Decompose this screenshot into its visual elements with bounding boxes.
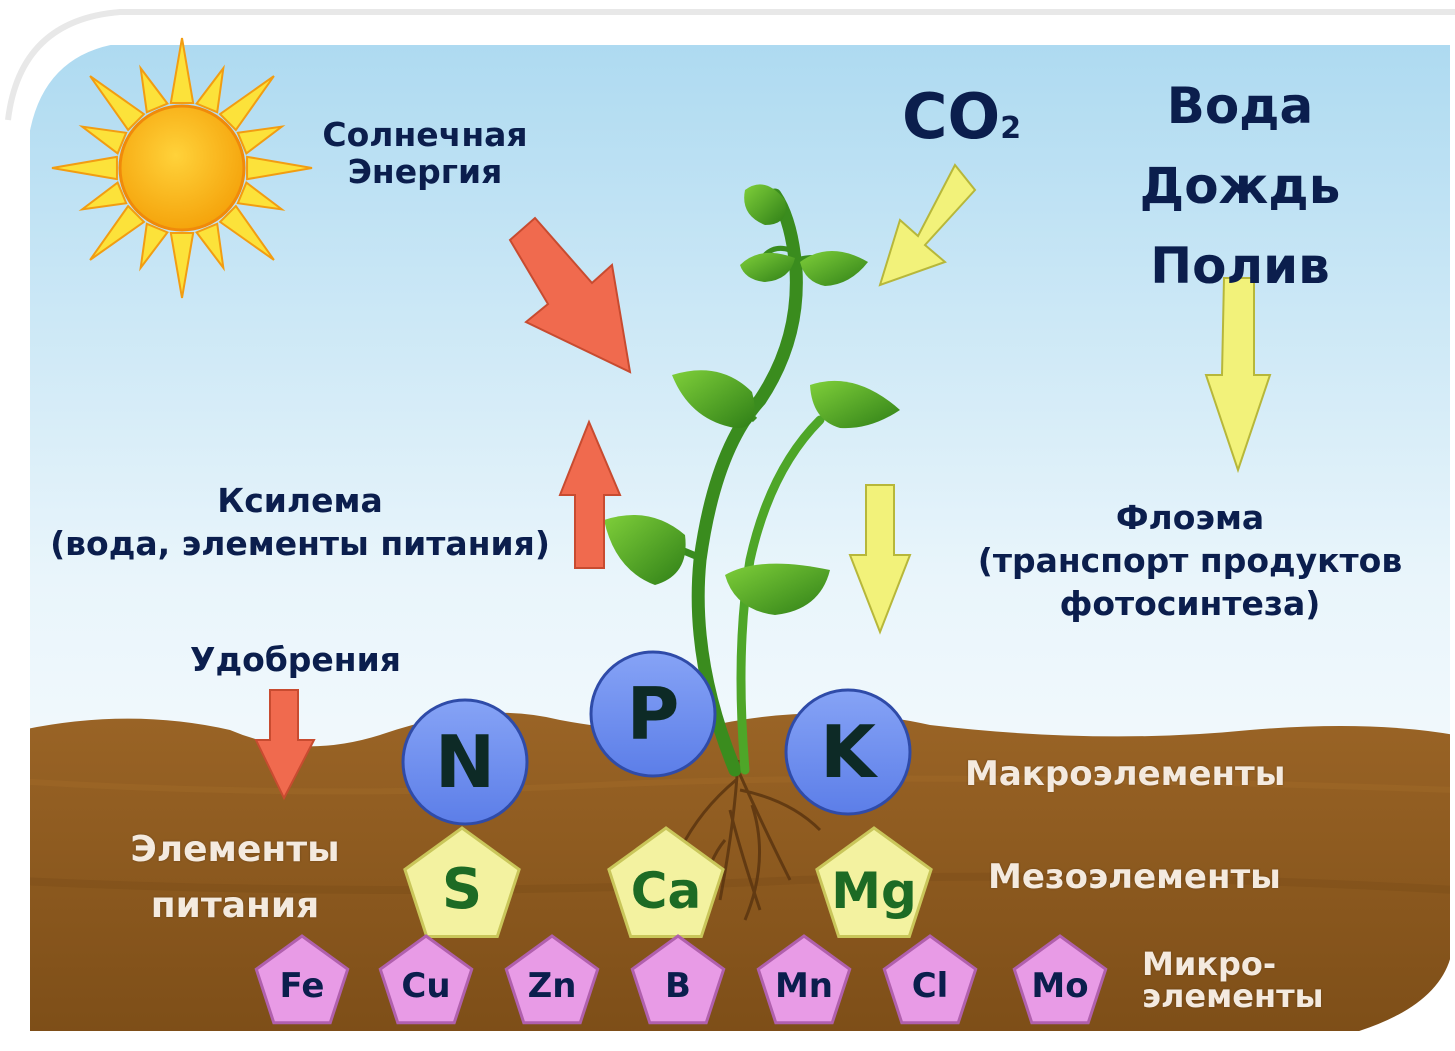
- solar-energy-line1: Солнечная: [322, 115, 528, 154]
- sun-ray: [139, 222, 170, 272]
- phloem-arrow: [848, 484, 912, 635]
- micro-element-mo: Mo: [1012, 934, 1108, 1025]
- macroelements-label: Макроэлементы: [965, 754, 1286, 794]
- sun-ray: [169, 37, 195, 104]
- fertilizer-label: Удобрения: [190, 640, 401, 679]
- micro-element-symbol: Mo: [1031, 966, 1088, 1006]
- xylem-line2: (вода, элементы питания): [50, 523, 550, 563]
- macro-element-k: K: [784, 688, 912, 816]
- sun-ray: [218, 75, 275, 132]
- co2-main: CO: [902, 80, 1001, 153]
- sun-ray: [78, 125, 128, 156]
- sun-ray: [194, 222, 225, 272]
- sun-ray: [194, 64, 225, 114]
- sun-ray: [246, 155, 313, 181]
- nutrients-label: Элементы питания: [100, 822, 370, 934]
- micro-element-symbol: Mn: [775, 966, 833, 1006]
- phloem-line2: (транспорт продуктов: [977, 540, 1403, 580]
- sun-ray: [89, 75, 146, 132]
- water-label: Вода Дождь Полив: [1120, 66, 1360, 306]
- micro-element-symbol: Zn: [528, 966, 577, 1006]
- meso-element-s: S: [403, 826, 521, 938]
- leaf: [604, 515, 686, 585]
- meso-element-symbol: S: [442, 857, 482, 922]
- macro-element-p: P: [589, 650, 717, 778]
- water-line2: Дождь: [1139, 157, 1341, 215]
- water-line3: Полив: [1150, 237, 1330, 295]
- mesoelements-label: Мезоэлементы: [988, 857, 1281, 897]
- macro-element-symbol: P: [627, 672, 680, 756]
- macro-element-symbol: K: [820, 710, 878, 794]
- sun-ray: [218, 204, 275, 261]
- leaf: [740, 252, 795, 282]
- micro-element-symbol: Cl: [912, 966, 949, 1006]
- micro-element-fe: Fe: [254, 934, 350, 1025]
- sun-ray: [236, 180, 286, 211]
- frame-border: [20, 35, 1455, 1041]
- micro-element-cu: Cu: [378, 934, 474, 1025]
- micro-element-symbol: B: [665, 966, 691, 1006]
- xylem-arrow: [558, 419, 622, 569]
- leaf: [744, 184, 786, 225]
- micro-element-mn: Mn: [756, 934, 852, 1025]
- micro-element-symbol: Fe: [280, 966, 325, 1006]
- macro-element-n: N: [401, 698, 529, 826]
- micro-element-symbol: Cu: [401, 966, 450, 1006]
- water-arrow: [1204, 277, 1272, 474]
- micro-line2: элементы: [1142, 977, 1324, 1015]
- water-line1: Вода: [1166, 77, 1314, 135]
- leaf: [810, 380, 900, 429]
- phloem-line1: Флоэма: [1115, 498, 1265, 537]
- phloem-line3: фотосинтеза): [1059, 583, 1321, 623]
- nutrients-line1: Элементы: [130, 829, 340, 870]
- micro-element-zn: Zn: [504, 934, 600, 1025]
- meso-element-mg: Mg: [815, 826, 933, 938]
- sun-ray: [236, 125, 286, 156]
- sun-ray: [139, 64, 170, 114]
- sun-ray: [169, 232, 195, 299]
- solar-arrow: [508, 216, 632, 374]
- plant: [604, 184, 900, 777]
- leaf: [725, 563, 830, 615]
- sun-ray: [89, 204, 146, 261]
- sun-ray: [51, 155, 118, 181]
- nutrients-line2: питания: [150, 884, 320, 926]
- meso-element-symbol: Mg: [831, 862, 917, 920]
- sun-icon: [51, 37, 313, 299]
- micro-element-cl: Cl: [882, 934, 978, 1025]
- phloem-label: Флоэма (транспорт продуктов фотосинтеза): [960, 497, 1420, 626]
- micro-elements: Fe Cu Zn B Mn Cl Mo: [254, 934, 1108, 1025]
- macro-element-symbol: N: [435, 720, 495, 804]
- xylem-line1: Ксилема: [217, 481, 383, 520]
- micro-line1: Микро-: [1142, 945, 1277, 983]
- solar-energy-line2: Энергия: [347, 151, 503, 191]
- xylem-label: Ксилема (вода, элементы питания): [30, 480, 570, 566]
- meso-elements: S Ca Mg: [403, 826, 933, 938]
- leaf: [672, 370, 755, 429]
- meso-element-symbol: Ca: [631, 862, 701, 920]
- leaf: [800, 251, 868, 286]
- meso-element-ca: Ca: [607, 826, 725, 938]
- solar-energy-label: Солнечная Энергия: [300, 115, 550, 191]
- co2-arrow: [878, 163, 977, 287]
- co2-label: CO2: [902, 86, 1021, 148]
- co2-subscript: 2: [1000, 111, 1022, 146]
- sun-ray: [78, 180, 128, 211]
- microelements-label: Микро- элементы: [1142, 948, 1324, 1012]
- fertilizer-arrow: [254, 689, 316, 801]
- micro-element-b: B: [630, 934, 726, 1025]
